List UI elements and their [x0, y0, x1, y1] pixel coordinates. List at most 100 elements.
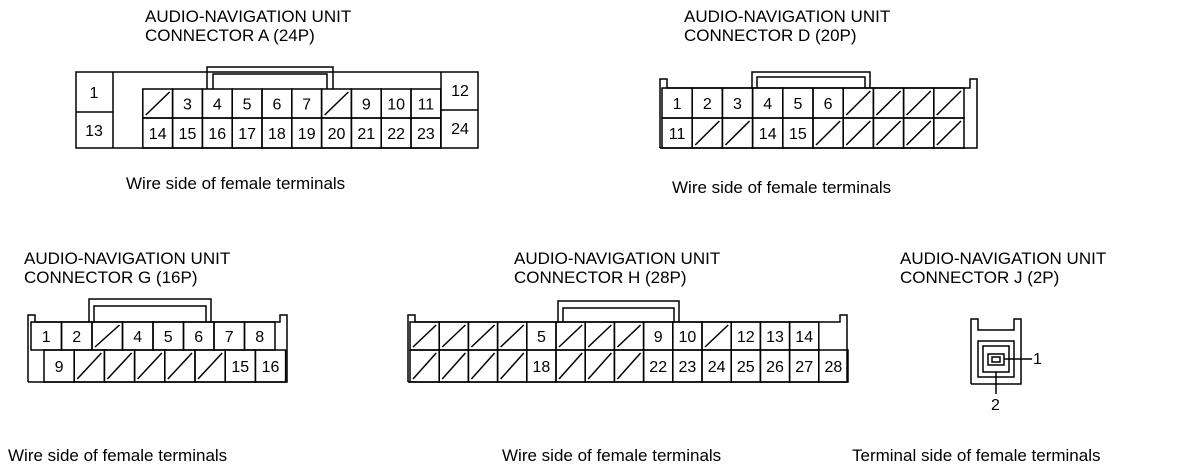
connector-h-top-pin-number: 9 [654, 329, 663, 346]
connector-h-bottom-pin-number: 25 [737, 359, 755, 376]
connector-g-top-pin-number: 5 [164, 329, 173, 346]
connector-h-bottom-pin-number: 27 [795, 359, 813, 376]
connector-d-bottom-blank-cavity-slash [694, 120, 720, 146]
connector-h-bottom-blank-cavity-slash [500, 352, 525, 380]
connector-d-bottom-blank-cavity-slash [875, 120, 902, 146]
connector-a-bottom-pin-number: 18 [268, 126, 286, 143]
connector-a-bottom-pin-number: 17 [238, 126, 256, 143]
connector-g-title-line1: AUDIO-NAVIGATION UNIT [24, 249, 230, 268]
connector-h-top-blank-cavity-slash [500, 324, 525, 348]
connector-a: AUDIO-NAVIGATION UNIT CONNECTOR A (24P) … [75, 7, 479, 193]
connector-d-top-blank-cavity-slash [845, 90, 871, 116]
connector-d-top-blank-cavity-slash [906, 90, 932, 116]
connector-g-bottom-blank-cavity-slash [137, 352, 163, 380]
connector-d-bottom-blank-cavity-slash [815, 120, 841, 146]
connector-h-title-line2: CONNECTOR H (28P) [514, 268, 687, 287]
connector-g-bottom-blank-cavity-slash [76, 352, 102, 380]
connector-d-top-pin-number: 6 [824, 96, 833, 113]
connector-h-bottom-blank-cavity-slash [558, 352, 583, 380]
connector-a-top-pin-number: 6 [272, 97, 281, 114]
connector-h-top-pin-number: 10 [679, 329, 697, 346]
connector-h-top-pin-number: 5 [537, 329, 546, 346]
connector-a-top-pin-number: 4 [213, 97, 222, 114]
connector-a-bottom-pin-number: 15 [179, 126, 197, 143]
connector-h-top-blank-cavity-slash [470, 324, 496, 348]
connector-g-bottom-pin-number: 9 [55, 359, 64, 376]
connector-h-top-pin-number: 14 [795, 329, 813, 346]
connector-h-top-blank-cavity-slash [412, 324, 437, 348]
connector-g-top-pin-number: 6 [194, 329, 203, 346]
connector-a-pin-left-bottom: 13 [85, 123, 103, 140]
connector-g-top-pin-number: 4 [133, 329, 142, 346]
connector-a-bottom-pin-number: 19 [298, 126, 316, 143]
connector-g-top-blank-cavity-slash [94, 324, 121, 348]
connector-g-top-pin-number: 2 [72, 329, 81, 346]
connector-d-top-blank-cavity-slash [875, 90, 902, 116]
connector-a-pin-right-bottom: 24 [451, 121, 469, 138]
connector-g-housing [27, 298, 288, 383]
connector-a-bottom-pin-number: 22 [387, 126, 405, 143]
connector-d-housing [659, 71, 978, 149]
connector-a-bottom-pin-number: 16 [208, 126, 226, 143]
connector-g-title-line2: CONNECTOR G (16P) [24, 268, 198, 287]
connector-a-top-blank-cavity-slash [145, 91, 171, 116]
connector-d-caption: Wire side of female terminals [672, 178, 891, 197]
connector-j-pin-label-1: 1 [1033, 351, 1042, 368]
connector-a-bottom-pin-number: 21 [357, 126, 375, 143]
connector-d-bottom-blank-cavity-slash [724, 120, 751, 146]
connector-d-bottom-cavity [933, 117, 965, 149]
connector-a-bottom-cavity [410, 117, 442, 149]
connector-h-bottom-blank-cavity-slash [470, 352, 496, 380]
connector-d-bottom-pin-number: 11 [669, 126, 686, 143]
connector-h-top-blank-cavity-slash [616, 324, 642, 348]
connector-h: AUDIO-NAVIGATION UNIT CONNECTOR H (28P) … [407, 249, 849, 465]
connector-g-bottom-pin-number: 16 [262, 359, 280, 376]
connector-g-bottom-blank-cavity-slash [167, 352, 193, 380]
connector-h-top-blank-cavity-slash [704, 324, 729, 348]
connector-h-top-blank-cavity-slash [441, 324, 466, 348]
connector-d-top-pin-number: 4 [763, 96, 772, 113]
connector-d: AUDIO-NAVIGATION UNIT CONNECTOR D (20P) … [659, 7, 978, 197]
connector-a-bottom-pin-number: 23 [417, 126, 435, 143]
connector-g-top-pin-number: 8 [255, 329, 264, 346]
connector-a-pin-left-top: 1 [90, 85, 99, 102]
connector-j-housing [970, 318, 1032, 394]
connector-j-pin-label-2: 2 [991, 397, 1000, 414]
connector-d-bottom-blank-cavity-slash [845, 120, 871, 146]
connector-g-bottom-blank-cavity-slash [197, 352, 223, 380]
connector-g-bottom-blank-cavity-slash [106, 352, 133, 380]
connector-h-bottom-blank-cavity-slash [412, 352, 437, 380]
connector-a-top-pin-number: 7 [302, 97, 311, 114]
connector-a-top-pin-number: 5 [243, 97, 252, 114]
connector-d-bottom-blank-cavity-slash [906, 120, 932, 146]
connector-d-top-blank-cavity-slash [936, 90, 962, 116]
connector-h-caption: Wire side of female terminals [502, 446, 721, 465]
connector-j: AUDIO-NAVIGATION UNIT CONNECTOR J (2P) 1… [852, 249, 1106, 465]
connector-d-title-line1: AUDIO-NAVIGATION UNIT [684, 7, 890, 26]
connector-j-title-line1: AUDIO-NAVIGATION UNIT [900, 249, 1106, 268]
connector-d-bottom-row: 11 14 15 [661, 117, 965, 149]
connector-d-bottom-pin-number: 14 [759, 126, 777, 143]
connector-a-title-line2: CONNECTOR A (24P) [145, 26, 315, 45]
connector-g-caption: Wire side of female terminals [8, 446, 227, 465]
connector-a-top-pin-number: 9 [362, 97, 371, 114]
connector-h-bottom-pin-number: 18 [533, 359, 551, 376]
connector-h-housing [407, 300, 848, 383]
connector-a-top-pin-number: 10 [387, 97, 405, 114]
connector-d-bottom-pin-number: 15 [789, 126, 807, 143]
connector-j-title-line2: CONNECTOR J (2P) [900, 268, 1059, 287]
connector-d-top-pin-number: 5 [793, 96, 802, 113]
connector-a-title-line1: AUDIO-NAVIGATION UNIT [145, 7, 351, 26]
connector-d-top-pin-number: 3 [733, 96, 742, 113]
connector-g-top-pin-number: 7 [225, 329, 234, 346]
connector-g-bottom-cavity [254, 349, 287, 383]
connector-h-top-blank-cavity-slash [587, 324, 612, 348]
connector-h-bottom-pin-number: 28 [825, 359, 843, 376]
